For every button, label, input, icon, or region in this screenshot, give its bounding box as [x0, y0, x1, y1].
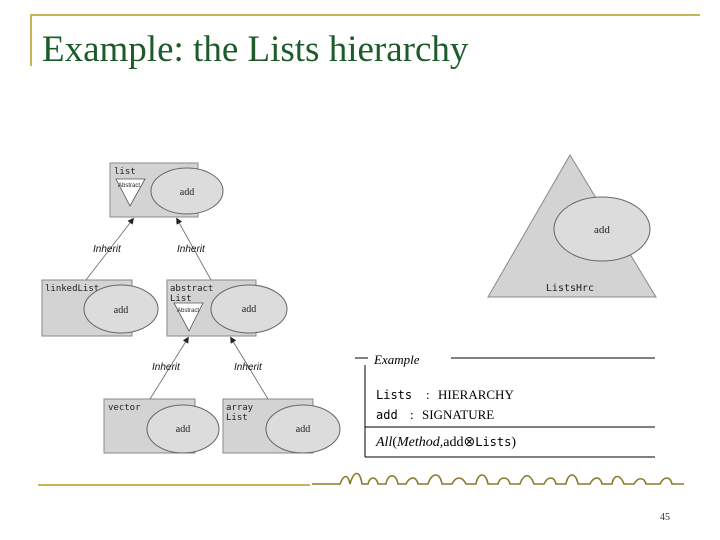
formula-var: Method	[396, 435, 441, 450]
inherit-label: Inherit	[93, 244, 122, 255]
node-abstract-list: abstract List Abstract add	[166, 279, 288, 337]
node-list: list Abstract add	[109, 162, 224, 218]
node-array-list: array List add	[222, 398, 341, 454]
abstract-list-name-line2: List	[170, 294, 192, 304]
slide-number: 45	[660, 512, 670, 523]
node-linked-list: linkedList add	[41, 279, 159, 337]
left-rule	[30, 14, 32, 66]
vector-name: vector	[108, 403, 141, 413]
list-name: list	[114, 167, 136, 177]
abstract-list-method-ellipse	[210, 284, 288, 334]
abstract-list-method-label: add	[242, 304, 256, 315]
top-rule	[30, 14, 700, 16]
slide-title: Example: the Lists hierarchy	[42, 29, 469, 70]
spec-line-add-name: add	[376, 408, 398, 422]
inherit-arrow-vector	[149, 336, 189, 400]
abstract-label: Abstract	[118, 183, 140, 189]
abstract-triangle-icon	[115, 178, 146, 207]
spec-box: Example Lists : HIERARCHY add : SIGNATUR…	[355, 352, 655, 458]
spec-line-add-colon: :	[410, 407, 414, 422]
formula-arg: Lists	[475, 435, 511, 449]
spec-formula: All(Method,add⊗Lists)	[375, 435, 516, 450]
abstract-list-name-line1: abstract	[170, 284, 213, 294]
hrc-triangle: add ListsHrc	[487, 154, 657, 298]
spec-line-lists-type: HIERARCHY	[438, 387, 514, 402]
abstract-triangle-icon	[173, 302, 204, 332]
formula-quantifier: All	[375, 435, 392, 450]
hrc-method-ellipse	[553, 196, 651, 262]
spec-line-add-type: SIGNATURE	[422, 407, 494, 422]
array-list-method-ellipse	[265, 404, 341, 454]
inherit-arrow-abstract-list	[176, 217, 212, 281]
linked-list-method-label: add	[114, 305, 128, 316]
abstract-label: Abstract	[177, 308, 199, 314]
inherit-label: Inherit	[177, 244, 206, 255]
inherit-label: Inherit	[234, 362, 263, 373]
spec-line-lists-colon: :	[426, 387, 430, 402]
inherit-arrow-array-list	[230, 336, 269, 400]
hrc-method-label: add	[594, 224, 610, 236]
list-method-label: add	[180, 187, 194, 198]
vector-method-ellipse	[146, 404, 220, 454]
formula-method: add	[443, 435, 463, 450]
formula-op: ⊗	[464, 435, 476, 450]
linked-list-name: linkedList	[45, 284, 99, 294]
inherit-arrow-linked-list	[85, 217, 134, 281]
formula-sep: ,	[440, 435, 444, 450]
array-list-name-line2: List	[226, 413, 248, 423]
node-vector: vector add	[103, 398, 220, 454]
linked-list-method-ellipse	[83, 284, 159, 334]
decorative-scribble	[312, 472, 684, 485]
inherit-label: Inherit	[152, 362, 181, 373]
signature-decoration	[312, 472, 684, 485]
footer-rule	[38, 484, 310, 486]
vector-method-label: add	[176, 424, 190, 435]
formula-close: )	[511, 435, 516, 450]
array-list-name-line1: array	[226, 403, 254, 413]
list-method-ellipse	[150, 167, 224, 215]
formula-open: (	[392, 435, 397, 450]
array-list-method-label: add	[296, 424, 310, 435]
hrc-label: ListsHrc	[546, 283, 594, 294]
spec-line-lists-name: Lists	[376, 388, 412, 402]
spec-heading: Example	[373, 352, 420, 367]
